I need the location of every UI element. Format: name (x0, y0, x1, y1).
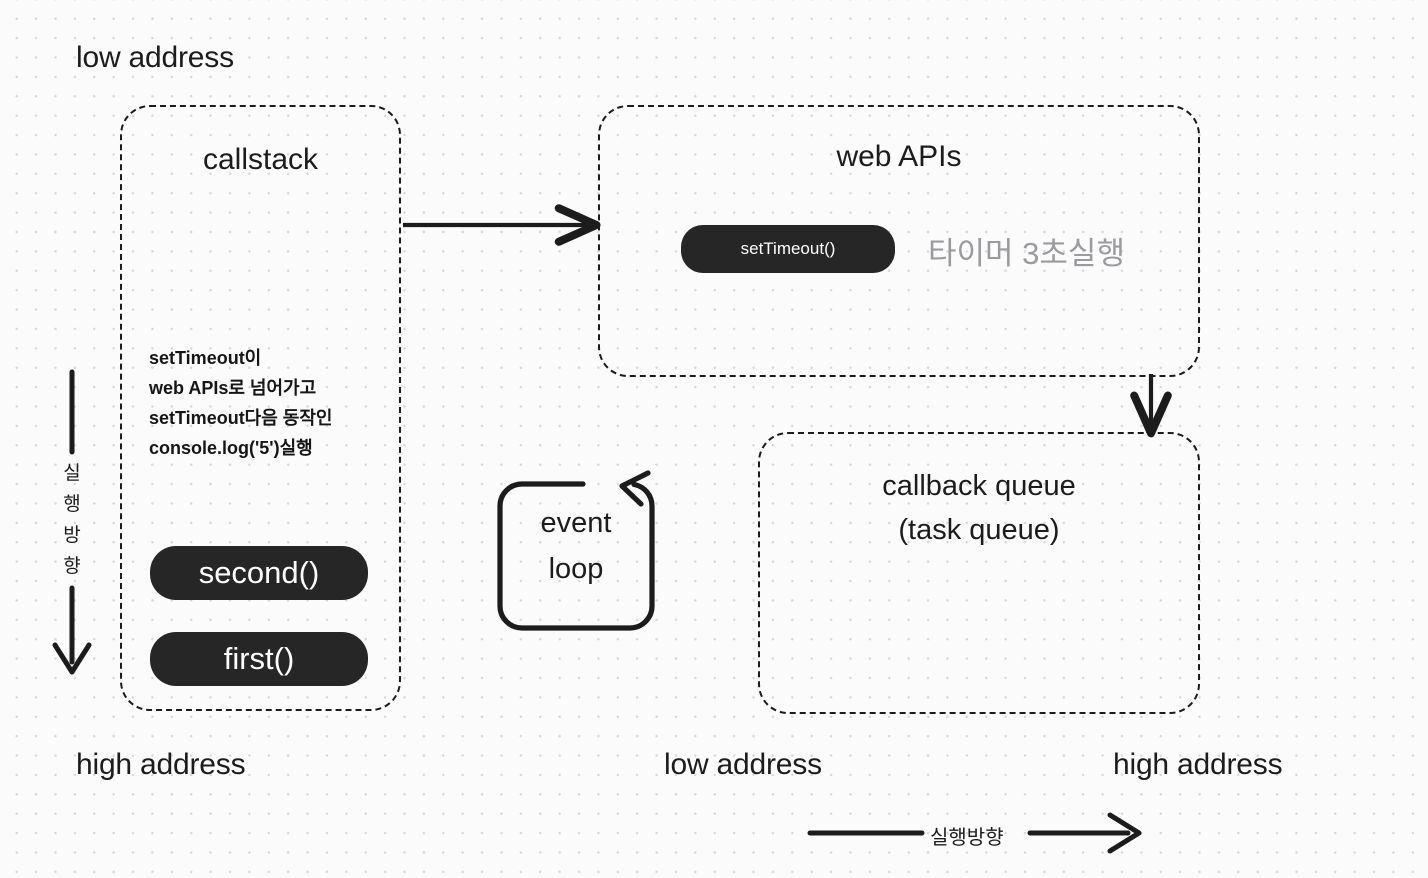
vertical-direction-caption: 실 행 방 향 (61, 458, 83, 582)
callback-queue-title-line-1: callback queue (882, 470, 1076, 502)
label-top-low-address: low address (76, 41, 234, 74)
callstack-frame-first[interactable]: first() (150, 632, 368, 686)
callstack-title: callstack (202, 143, 319, 176)
callback-queue-box (758, 432, 1200, 714)
web-apis-timer-note: 타이머 3초실행 (928, 236, 1125, 271)
callstack-note-line-3: setTimeout다음 동작인 (149, 408, 333, 428)
event-loop-label: event loop (500, 500, 652, 592)
bottom-flow-caption: 실행방향 (930, 827, 1004, 849)
callback-queue-title: callback queue (task queue) (758, 464, 1200, 552)
callstack-note: setTimeout이 web APIs로 넘어가고 setTimeout다음 … (149, 343, 333, 463)
vertical-direction-char-1: 실 (63, 463, 81, 484)
event-loop-label-line-1: event (540, 507, 612, 539)
callstack-frame-second[interactable]: second() (150, 546, 368, 600)
vertical-direction-char-4: 향 (63, 556, 81, 577)
label-bottom-low-address: low address (664, 748, 822, 781)
web-apis-title: web APIs (836, 140, 962, 173)
label-bottom-high-address-left: high address (76, 748, 246, 781)
callback-queue-title-line-2: (task queue) (898, 514, 1060, 546)
vertical-direction-char-3: 방 (63, 525, 81, 546)
callstack-note-line-2: web APIs로 넘어가고 (149, 378, 317, 398)
callstack-note-line-1: setTimeout이 (149, 348, 262, 368)
callstack-note-line-4: console.log('5')실행 (149, 438, 313, 458)
event-loop-label-line-2: loop (548, 553, 604, 585)
label-bottom-high-address-right: high address (1113, 748, 1283, 781)
callstack-box (120, 105, 401, 711)
vertical-direction-char-2: 행 (63, 494, 81, 515)
web-apis-pill-settimeout[interactable]: setTimeout() (681, 225, 895, 273)
web-apis-box (598, 105, 1200, 377)
